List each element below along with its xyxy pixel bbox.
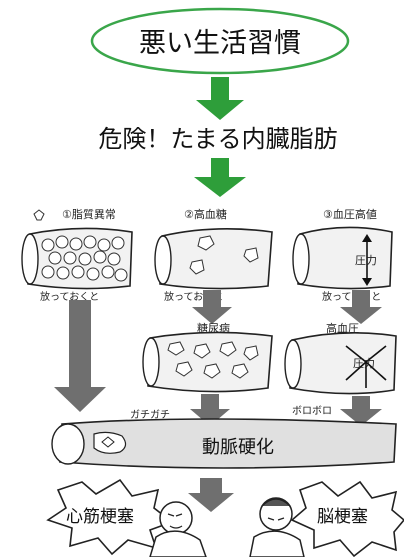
pressure-label-top: 圧力 [355,254,377,267]
sparkle-icon [33,209,45,221]
col3-label: ③血圧高値 [323,207,377,221]
col2-label: ②高血糖 [184,207,227,221]
diabetes-label: 糖尿病 [197,321,230,335]
pressure-label-bottom: 圧力 [353,357,375,370]
visceral-fat-text: 危険！たまる内臓脂肪 [98,125,337,153]
person-left-figure [149,501,207,557]
vessel-arteriosclerosis [51,418,397,469]
burst-right [290,480,404,557]
col1-left-text: 放っておくと [40,290,99,303]
vessel-pressure [292,226,393,290]
burst-left [46,478,174,556]
col1-label: ①脂質異常 [62,207,116,221]
person-right-figure [249,497,305,557]
arteriosclerosis-text: 動脈硬化 [202,437,274,458]
gray-arrow-long-left [54,300,106,412]
vessel-diabetes [142,331,273,393]
col3-left-text: 放っておくと [322,290,381,303]
gray-arrow-mid3 [340,396,382,426]
hypertension-label: 高血圧 [326,321,359,335]
green-arrow-1 [196,77,244,120]
title-oval [90,7,350,75]
green-arrow-2 [194,158,246,197]
sound-right-text: ボロボロ [292,405,332,417]
vessel-glucose [154,228,273,290]
gray-arrow-bottom [188,478,234,512]
gray-arrow-mid2 [190,394,230,426]
title-text: 悪い生活習慣 [139,28,301,59]
gray-arrow-col3 [340,290,382,324]
vessel-lipid [21,227,133,290]
vessel-hypertension [284,332,397,395]
outcome-left-text: 心筋梗塞 [66,507,134,527]
outcome-right-text: 脳梗塞 [317,507,368,527]
sound-left-text: ガチガチ [130,409,170,421]
gray-arrow-col2 [192,290,232,324]
